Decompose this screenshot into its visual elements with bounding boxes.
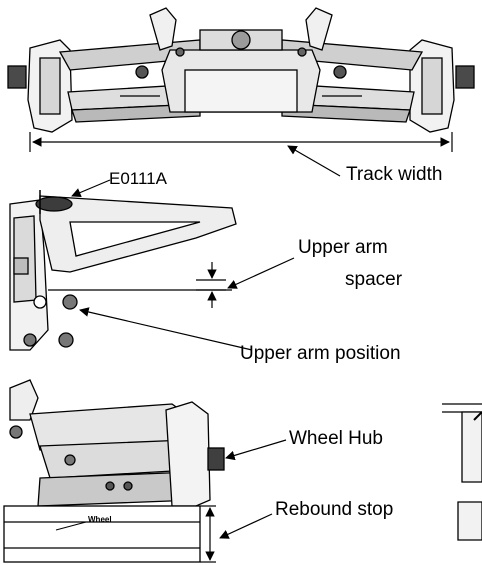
upper-arm-spacer-label: Upper arm (298, 237, 388, 258)
front-suspension-assembly (7, 7, 475, 133)
upper-arm-position-label: Upper arm position (240, 343, 401, 364)
wheel-hub-label: Wheel Hub (289, 428, 383, 449)
track-width-label: Track width (346, 164, 443, 185)
track-width-leader (287, 145, 341, 177)
rebound-stop-label: Rebound stop (275, 499, 394, 520)
part-code-label: E0111A (109, 169, 167, 188)
upper-arm-detail (9, 190, 237, 351)
upper-arm-spacer-label-line2: spacer (345, 269, 403, 290)
wheel-leader (55, 521, 87, 531)
rebound-stop-leader (219, 513, 273, 539)
wheel-hub-leader (225, 439, 287, 461)
track-width-dimension (29, 132, 453, 152)
side-suspension-assembly (3, 379, 225, 563)
upper-arm-spacer-dimension (196, 262, 226, 308)
partial-side-view (442, 403, 482, 541)
rebound-stop-dimension (200, 505, 216, 563)
code-leader (71, 179, 111, 198)
upper-arm-spacer-leader (227, 257, 295, 289)
upper-arm-position-leader (79, 307, 253, 351)
wheel-label: Wheel (88, 515, 112, 524)
